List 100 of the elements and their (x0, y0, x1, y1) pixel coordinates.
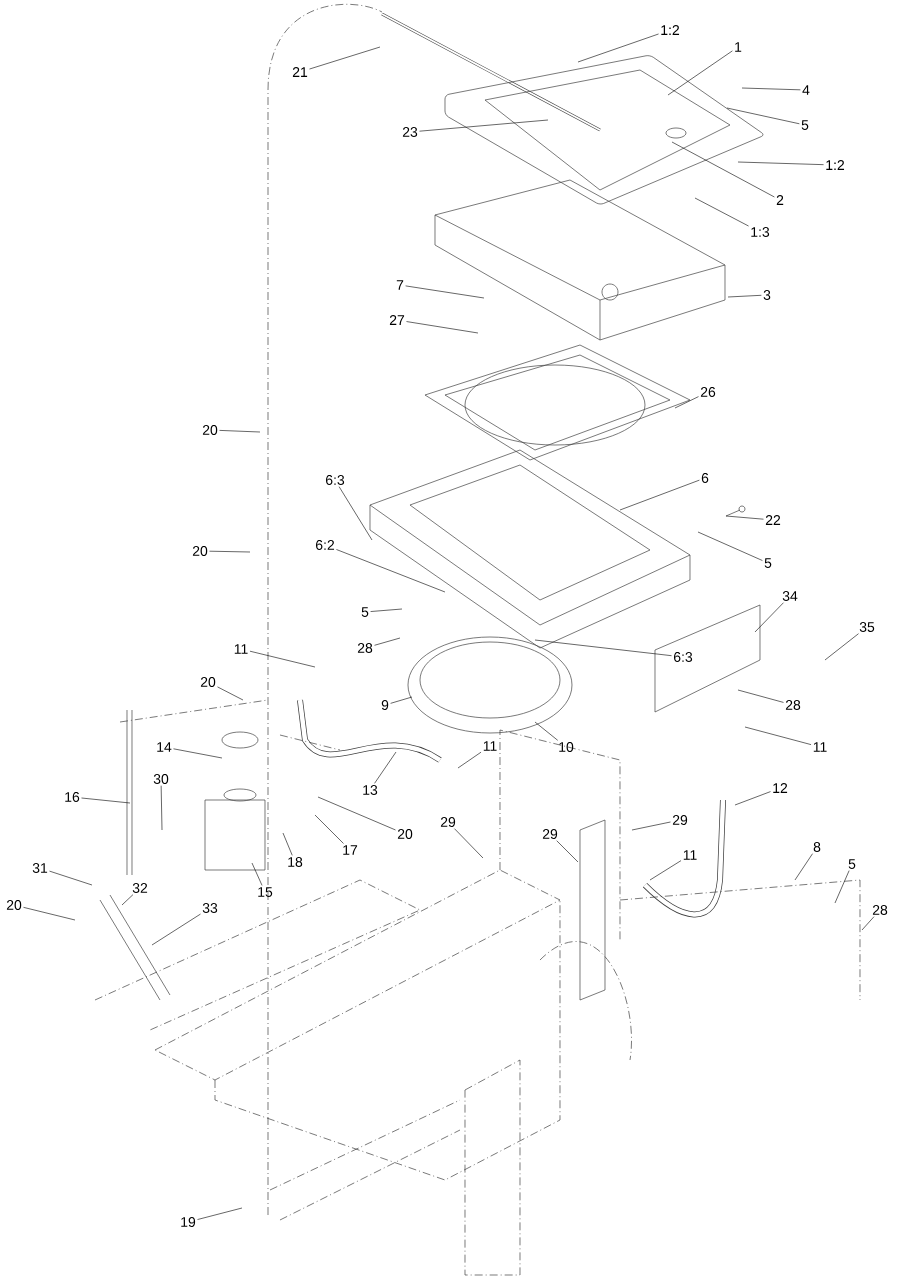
leader-line (160, 785, 163, 831)
leader-line (282, 832, 293, 856)
callout-number: 11 (234, 644, 248, 654)
leader-line (556, 840, 579, 863)
callout-number: 15 (258, 887, 273, 897)
leader-line (309, 46, 381, 70)
callout-number: 1:2 (661, 25, 680, 35)
leader-line (374, 751, 397, 784)
leader-line (209, 550, 251, 553)
callout-number: 31 (32, 863, 48, 873)
leader-line (744, 726, 812, 745)
callout-number: 6 (701, 473, 709, 483)
callout-number: 28 (357, 643, 373, 653)
leader-line (317, 796, 396, 831)
callout-number: 6:2 (315, 540, 335, 550)
callout-number: 1:3 (751, 227, 770, 237)
callout-number: 34 (782, 591, 798, 601)
callout-number: 29 (542, 829, 558, 839)
callout-number: 27 (389, 315, 405, 325)
callout-number: 19 (181, 1217, 196, 1227)
callout-number: 30 (153, 774, 169, 784)
callout-number: 6:3 (325, 475, 345, 485)
callout-number: 11 (813, 742, 827, 752)
leader-line (741, 87, 801, 91)
leader-line (219, 430, 261, 433)
callout-number: 5 (848, 859, 856, 869)
leader-line (674, 396, 699, 409)
leader-line (81, 797, 131, 804)
callout-number: 4 (802, 85, 810, 95)
leader-line (726, 107, 800, 125)
callout-number: 3 (763, 290, 771, 300)
leader-line (197, 1207, 243, 1220)
leader-line (794, 853, 813, 881)
leader-line (534, 721, 559, 741)
leader-line (754, 602, 784, 633)
callout-number: 1 (735, 42, 742, 52)
leader-line (727, 295, 762, 298)
leader-line (824, 633, 859, 661)
callout-number: 23 (402, 127, 418, 137)
leader-line (619, 479, 700, 511)
callout-number: 9 (381, 700, 389, 710)
callout-number: 20 (6, 900, 22, 910)
leader-line (374, 637, 401, 646)
callout-number: 20 (200, 677, 216, 687)
callout-number: 5 (361, 607, 369, 617)
callout-number: 17 (343, 845, 358, 855)
leader-line (649, 860, 682, 881)
callout-number: 20 (202, 425, 218, 435)
leader-line (697, 531, 763, 561)
leader-line (217, 686, 244, 701)
callout-number: 7 (396, 280, 404, 290)
leader-line (577, 33, 659, 63)
callout-number: 20 (397, 829, 413, 839)
leader-line (457, 751, 482, 769)
leader-line (834, 870, 850, 904)
callout-number: 32 (132, 883, 148, 893)
leader-line (23, 907, 76, 921)
callout-number: 8 (813, 842, 821, 852)
callout-number: 5 (801, 120, 809, 130)
leader-line (861, 916, 875, 931)
callout-number: 28 (785, 700, 801, 710)
callout-number: 11 (683, 850, 697, 860)
callout-number: 2 (776, 195, 784, 205)
callout-number: 33 (202, 903, 218, 913)
leader-line (121, 894, 134, 906)
callout-number: 35 (859, 622, 875, 632)
leader-line (251, 862, 263, 886)
leader-line (173, 748, 223, 759)
callout-number: 12 (773, 783, 788, 793)
leader-line (406, 321, 479, 334)
callout-number: 16 (65, 792, 80, 802)
leader-line (151, 913, 201, 946)
leader-line (419, 119, 549, 132)
leader-line (390, 696, 413, 704)
callout-number: 5 (764, 558, 772, 568)
callout-number: 14 (157, 742, 172, 752)
leader-line (49, 870, 93, 886)
leader-line (249, 650, 316, 668)
callout-number: 10 (559, 742, 574, 752)
callout-number: 1:2 (826, 160, 845, 170)
callout-number: 26 (700, 387, 716, 397)
callout-number: 21 (292, 67, 308, 77)
callout-number: 18 (288, 857, 303, 867)
leader-line (454, 828, 484, 859)
callout-number: 22 (765, 515, 781, 525)
callout-number: 29 (672, 815, 688, 825)
leader-line (314, 814, 344, 844)
leader-line (370, 608, 403, 612)
callout-number: 11 (483, 741, 497, 751)
leader-line (336, 549, 446, 593)
callout-number: 13 (363, 785, 378, 795)
callout-number: 28 (872, 905, 888, 915)
callout-number: 29 (440, 817, 456, 827)
leader-line (405, 285, 485, 299)
leader-line (534, 639, 672, 656)
leader-line (667, 50, 733, 96)
leader-line (338, 486, 373, 541)
leader-line (631, 821, 671, 831)
leader-line (734, 791, 771, 806)
leader-line (737, 161, 824, 165)
